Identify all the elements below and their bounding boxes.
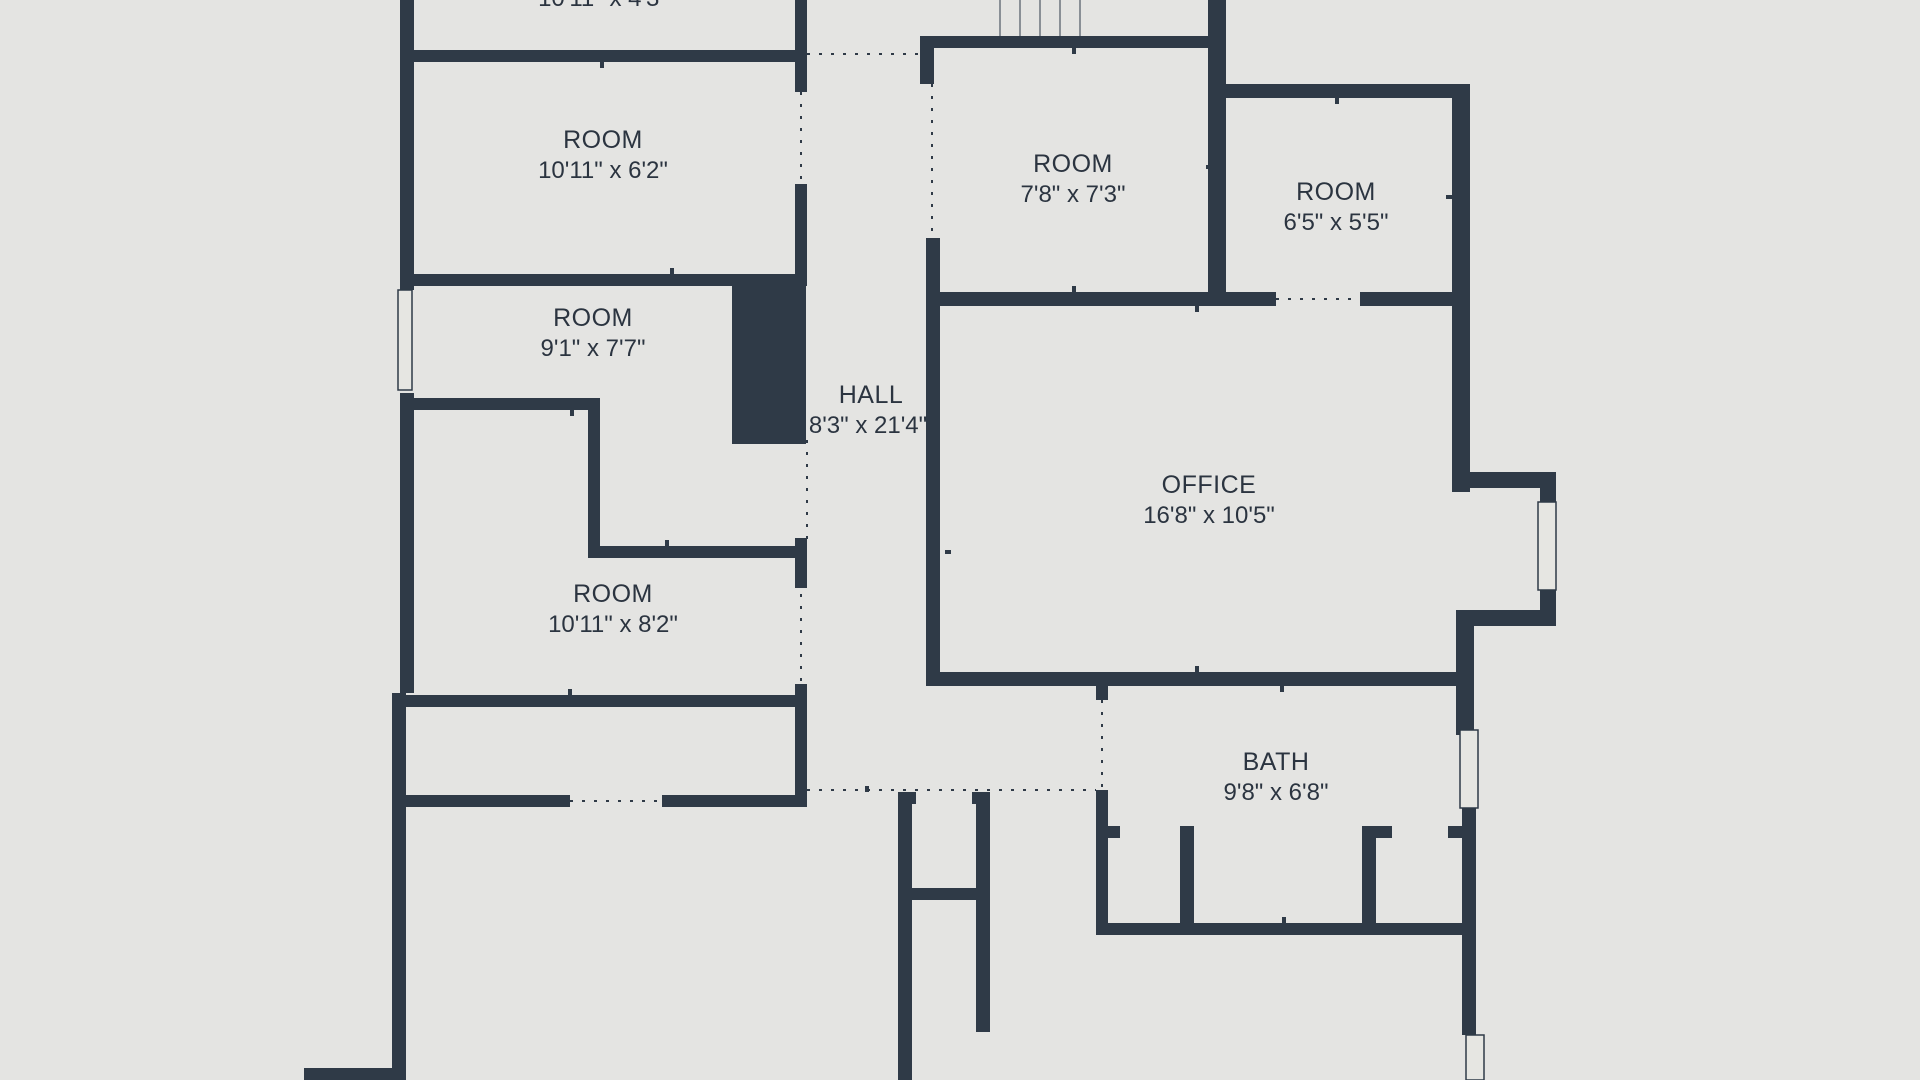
windows (397, 289, 1557, 1080)
room-dims: 6'5" x 5'5" (1284, 209, 1389, 236)
room-labels: 10'11" x 4'3" ROOM 10'11" x 6'2" ROOM 9'… (538, 0, 1388, 806)
room-name: ROOM (553, 304, 633, 332)
room-name: BATH (1243, 748, 1310, 776)
room-dims: 16'8" x 10'5" (1143, 502, 1275, 529)
wall-ticks (568, 48, 1452, 923)
room-dims: 10'11" x 4'3" (538, 0, 668, 12)
room-dims: 8'3" x 21'4" (809, 412, 927, 439)
room-dims: 9'1" x 7'7" (541, 335, 646, 362)
room-name: OFFICE (1162, 471, 1257, 499)
room-name: ROOM (1033, 150, 1113, 178)
door-openings (570, 53, 1360, 802)
stair-treads (999, 0, 1081, 36)
walls (304, 0, 1556, 1080)
room-dims: 10'11" x 8'2" (548, 611, 678, 638)
room-name: ROOM (563, 126, 643, 154)
room-name: ROOM (573, 580, 653, 608)
room-name: ROOM (1296, 178, 1376, 206)
room-dims: 9'8" x 6'8" (1224, 779, 1329, 806)
room-dims: 7'8" x 7'3" (1021, 181, 1126, 208)
room-dims: 10'11" x 6'2" (538, 157, 668, 184)
room-name: HALL (839, 381, 904, 409)
